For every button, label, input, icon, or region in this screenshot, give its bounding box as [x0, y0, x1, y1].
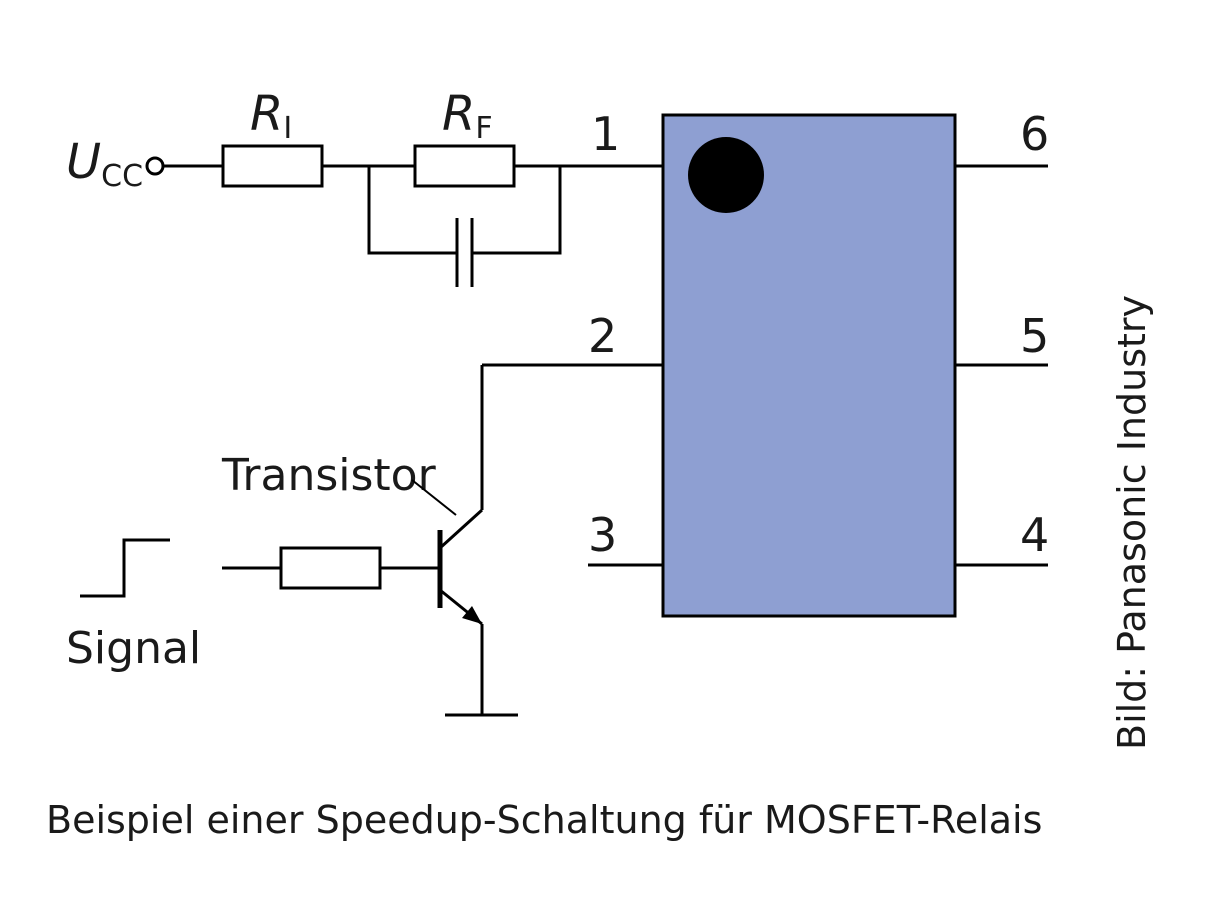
- pin6-label: 6: [1020, 107, 1049, 161]
- pin3-label: 3: [588, 508, 617, 562]
- pin1-marker-icon: [688, 137, 764, 213]
- resistor-rf-label: RF: [442, 86, 493, 146]
- figure-caption: Beispiel einer Speedup-Schaltung für MOS…: [46, 798, 1042, 842]
- base-resistor: [279, 546, 382, 590]
- capacitor-branch-left: [367, 166, 457, 255]
- emitter-arrow-icon: [462, 606, 482, 624]
- transistor-collector: [438, 508, 484, 550]
- pin4-label: 4: [1020, 508, 1049, 562]
- pin2-label: 2: [588, 309, 617, 363]
- pin5-label: 5: [1020, 309, 1049, 363]
- image-credit: Bild: Panasonic Industry: [1110, 295, 1154, 750]
- resistor-rf: [413, 144, 516, 188]
- resistor-ri: [221, 144, 324, 188]
- transistor-leader-line: [411, 479, 457, 516]
- supply-terminal-icon: [145, 156, 165, 176]
- signal-label: Signal: [66, 623, 201, 674]
- transistor-label: Transistor: [221, 450, 437, 501]
- supply-label: UCC: [66, 134, 143, 194]
- capacitor-branch-right: [472, 166, 562, 255]
- signal-step-icon: [80, 538, 170, 598]
- pin1-label: 1: [591, 107, 620, 161]
- resistor-ri-label: RI: [250, 86, 292, 146]
